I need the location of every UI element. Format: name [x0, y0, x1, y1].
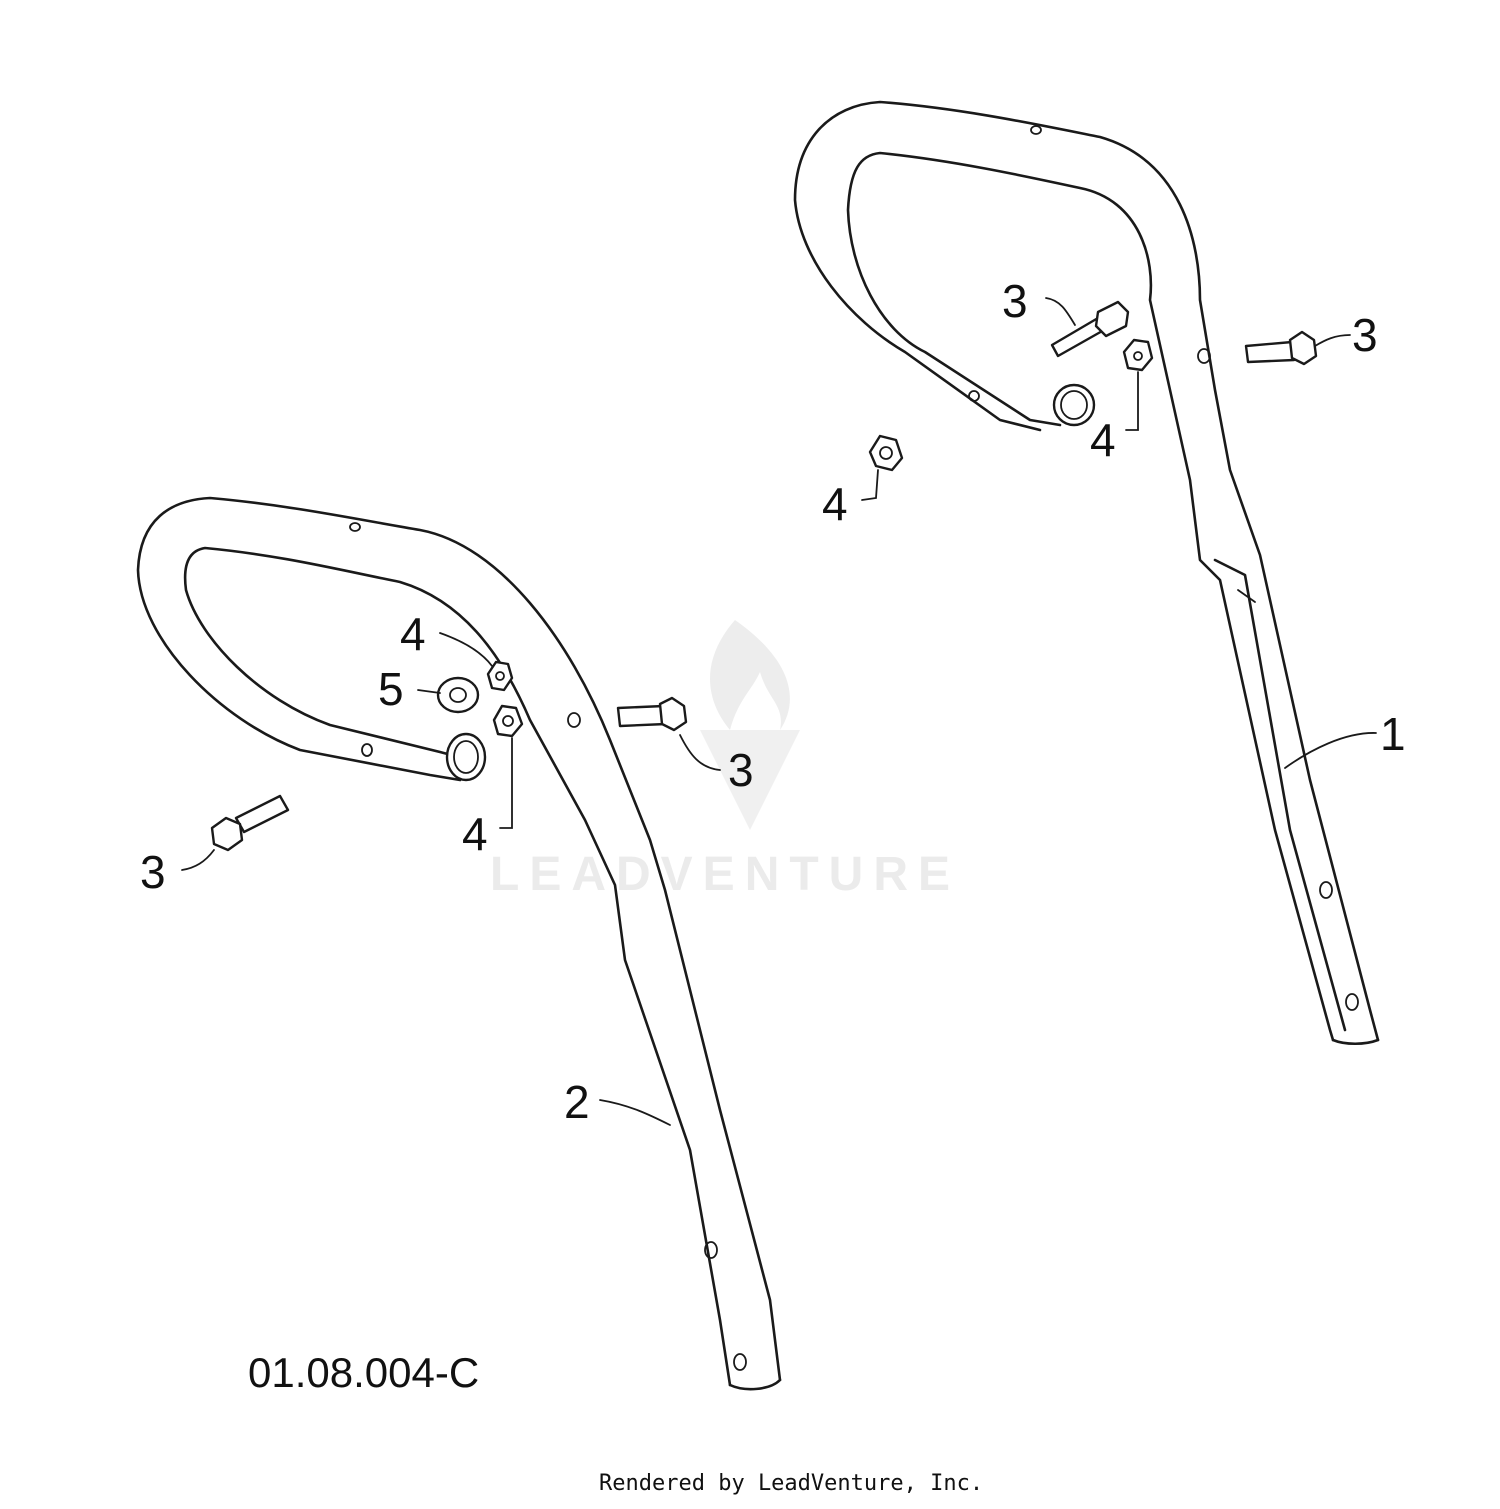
nut-icon [486, 660, 514, 692]
nut-icon [1122, 338, 1154, 372]
bolt-icon [1244, 330, 1318, 366]
callout-bolt: 3 [1002, 275, 1028, 327]
callout-nut: 4 [400, 608, 426, 660]
callouts: 3 3 4 4 1 4 5 3 4 3 2 [140, 275, 1406, 1128]
bolt-icon [210, 794, 290, 852]
washer-icon [436, 676, 480, 714]
callout-nut: 4 [462, 808, 488, 860]
handle-2-drawing [136, 496, 782, 1391]
callout-bolt: 3 [140, 846, 166, 898]
bolt-icon [616, 696, 688, 732]
nut-icon [868, 434, 904, 472]
handle-1-drawing [793, 100, 1380, 1046]
reference-code: 01.08.004-C [248, 1349, 479, 1396]
footer-credit: Rendered by LeadVenture, Inc. [599, 1471, 983, 1496]
callout-nut: 4 [1090, 414, 1116, 466]
callout-handle-1: 1 [1380, 708, 1406, 760]
callout-handle-2: 2 [564, 1076, 590, 1128]
nut-icon [492, 704, 524, 738]
callout-bolt: 3 [728, 744, 754, 796]
flame-logo-icon [700, 620, 800, 830]
callout-nut: 4 [822, 478, 848, 530]
watermark: LEADVENTURE [490, 620, 960, 901]
bolt-icon [1050, 300, 1130, 358]
watermark-text: LEADVENTURE [490, 848, 960, 901]
leader-lines [181, 297, 1377, 1126]
callout-washer: 5 [378, 663, 404, 715]
callout-bolt: 3 [1352, 309, 1378, 361]
